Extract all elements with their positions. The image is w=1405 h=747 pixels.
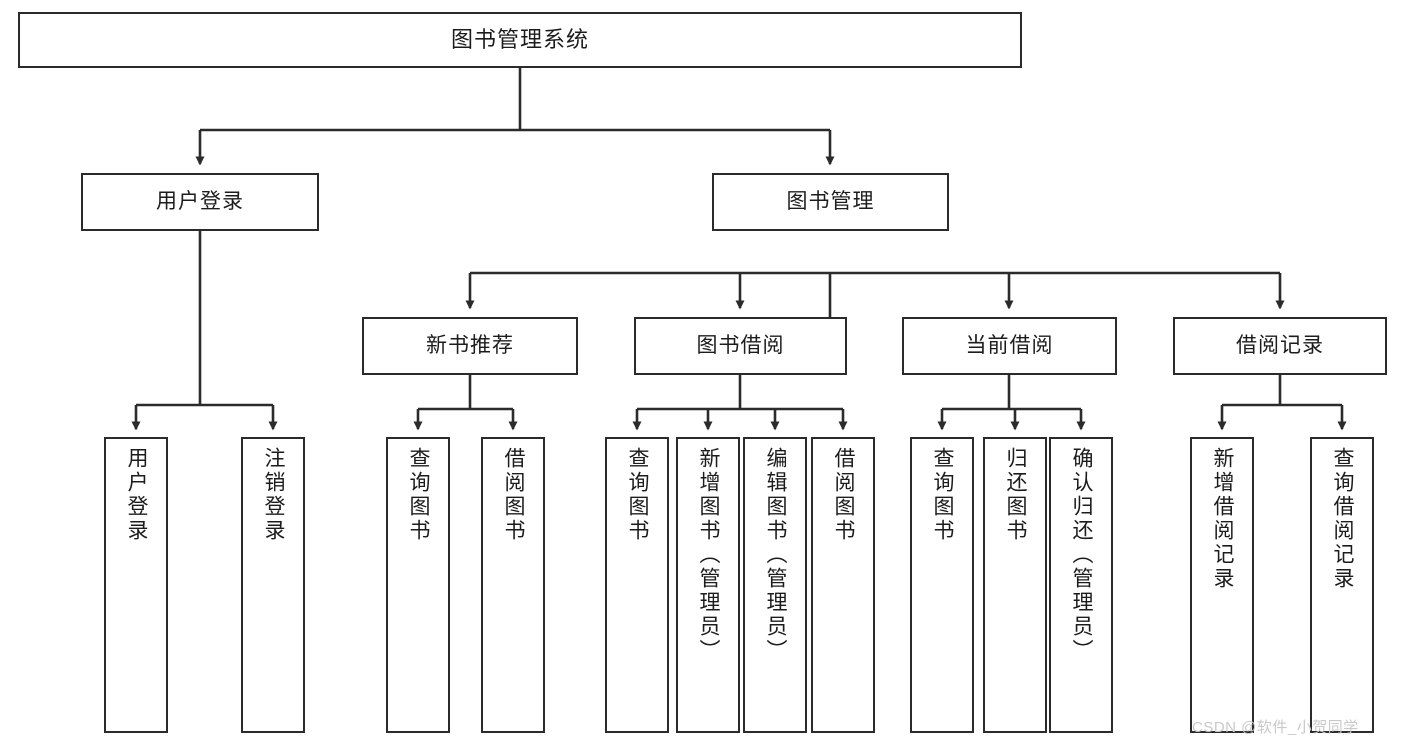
node-leaf-borrow-book[interactable]: 借阅图书 [811,437,875,733]
node-label: 查询图书 [931,447,955,543]
node-book-borrow[interactable]: 图书借阅 [634,317,847,375]
node-label: 图书管理 [786,190,875,214]
node-leaf-query-book-recommend[interactable]: 查询图书 [386,437,450,733]
node-label: 查询图书 [407,447,431,543]
node-leaf-add-book-admin[interactable]: 新增图书（管理员） [676,437,740,733]
node-label: 借阅图书 [502,447,526,543]
node-leaf-confirm-return-admin[interactable]: 确认归还（管理员） [1049,437,1113,733]
node-label: 新书推荐 [426,334,514,358]
node-leaf-borrow-book-recommend[interactable]: 借阅图书 [481,437,545,733]
node-root-book-management-system[interactable]: 图书管理系统 [18,12,1022,68]
csdn-watermark: CSDN @软件_小贺同学 [1192,719,1359,736]
node-label: 确认归还（管理员） [1070,447,1094,663]
node-current-borrow[interactable]: 当前借阅 [902,317,1117,375]
node-label: 当前借阅 [965,334,1054,358]
node-leaf-query-book-borrow[interactable]: 查询图书 [605,437,669,733]
node-new-book-recommend[interactable]: 新书推荐 [362,317,578,375]
node-leaf-logout[interactable]: 注销登录 [241,437,305,733]
node-leaf-add-borrow-record[interactable]: 新增借阅记录 [1190,437,1254,733]
node-borrow-record[interactable]: 借阅记录 [1173,317,1387,375]
node-label: 编辑图书（管理员） [764,447,788,663]
node-label: 新增借阅记录 [1211,447,1235,591]
node-label: 借阅记录 [1236,334,1324,358]
node-label: 用户登录 [125,447,149,543]
node-label: 用户登录 [156,190,244,214]
node-leaf-query-book-current[interactable]: 查询图书 [910,437,974,733]
node-label: 借阅图书 [832,447,856,543]
node-label: 注销登录 [262,447,286,543]
node-leaf-edit-book-admin[interactable]: 编辑图书（管理员） [743,437,807,733]
node-label: 归还图书 [1004,447,1028,543]
node-label: 新增图书（管理员） [697,447,721,663]
node-book-management[interactable]: 图书管理 [712,173,949,231]
node-label: 查询借阅记录 [1331,447,1355,591]
node-label: 图书管理系统 [450,26,589,52]
node-user-login[interactable]: 用户登录 [81,173,319,231]
node-label: 图书借阅 [696,334,785,358]
node-leaf-query-borrow-record[interactable]: 查询借阅记录 [1310,437,1374,733]
node-leaf-user-login[interactable]: 用户登录 [104,437,168,733]
node-leaf-return-book[interactable]: 归还图书 [983,437,1047,733]
node-label: 查询图书 [626,447,650,543]
